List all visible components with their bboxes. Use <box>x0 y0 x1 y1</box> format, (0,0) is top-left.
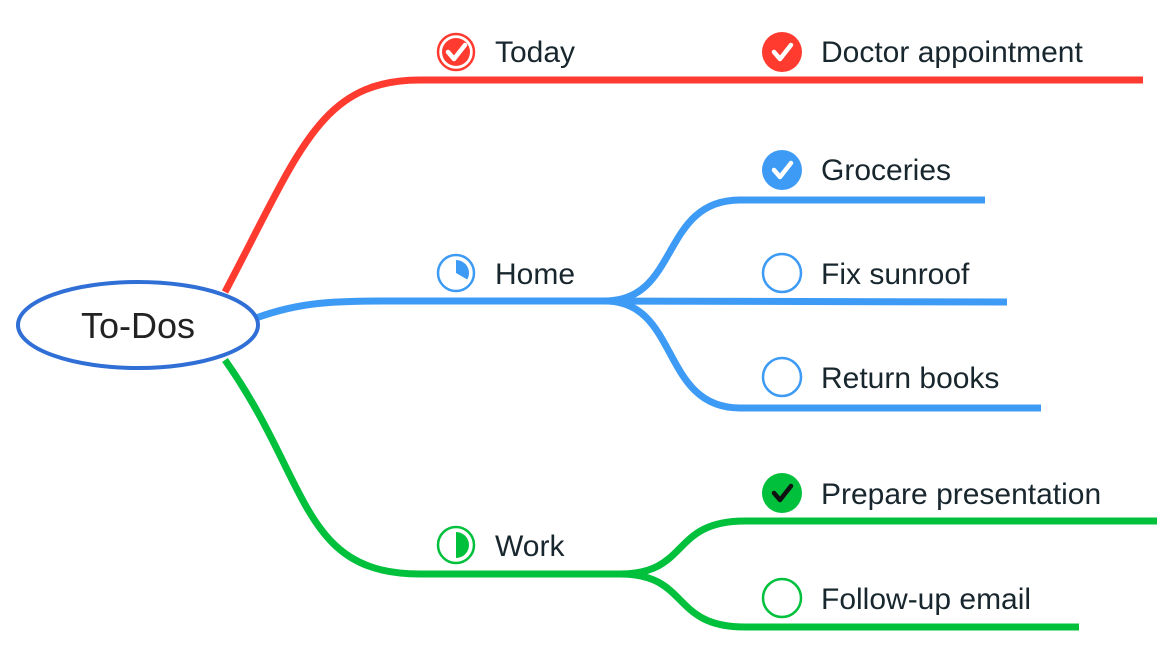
task-groceries[interactable]: Groceries <box>762 150 951 190</box>
task-return-books[interactable]: Return books <box>761 356 999 398</box>
branch-line-groceries <box>604 196 985 305</box>
task-label: Doctor appointment <box>821 36 1083 69</box>
task-fix-sunroof[interactable]: Fix sunroof <box>761 252 970 294</box>
branch-line-presentation <box>619 517 1157 578</box>
topic-label: Today <box>495 36 575 69</box>
checked-circle-icon[interactable] <box>762 473 802 513</box>
progress-pie-icon[interactable] <box>436 525 476 565</box>
checked-circle-icon[interactable] <box>762 32 802 72</box>
branch-line-work <box>222 357 625 578</box>
task-label: Follow-up email <box>821 583 1031 616</box>
empty-circle-icon[interactable] <box>761 356 803 398</box>
checked-circle-icon[interactable] <box>436 32 476 72</box>
root-label: To-Dos <box>81 305 195 346</box>
empty-circle-icon[interactable] <box>761 577 803 619</box>
task-follow-up-email[interactable]: Follow-up email <box>761 577 1031 619</box>
checked-circle-icon[interactable] <box>762 150 802 190</box>
task-label: Prepare presentation <box>821 478 1101 511</box>
branch-line-today <box>221 76 1143 294</box>
branch-line-home <box>254 297 610 322</box>
topic-label: Home <box>495 258 575 291</box>
progress-pie-icon[interactable] <box>436 253 476 293</box>
root-node[interactable]: To-Dos <box>16 280 260 370</box>
branch-line-email <box>619 570 1079 631</box>
topic-today[interactable]: Today <box>436 32 575 72</box>
branch-line-sunroof <box>604 297 1008 306</box>
task-prepare-presentation[interactable]: Prepare presentation <box>762 473 1101 513</box>
branch-line-books <box>604 297 1041 412</box>
topic-home[interactable]: Home <box>436 253 575 293</box>
topic-label: Work <box>495 530 565 563</box>
task-doctor-appointment[interactable]: Doctor appointment <box>762 32 1083 72</box>
topic-work[interactable]: Work <box>436 525 565 565</box>
empty-circle-icon[interactable] <box>761 252 803 294</box>
task-label: Fix sunroof <box>821 258 970 291</box>
task-label: Return books <box>821 362 999 395</box>
task-label: Groceries <box>821 154 951 187</box>
